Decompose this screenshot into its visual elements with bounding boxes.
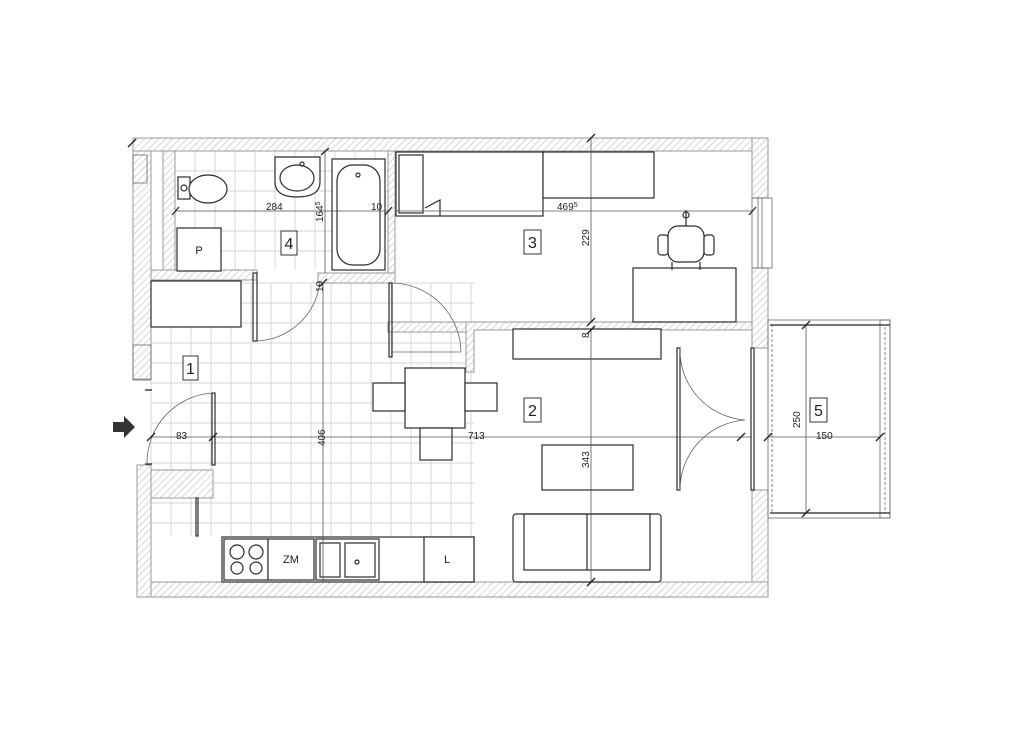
entrance-door — [145, 389, 216, 466]
outer-wall-left-lower — [136, 464, 152, 598]
sink — [315, 538, 380, 581]
stove — [223, 538, 269, 581]
outer-wall-bottom — [136, 581, 769, 598]
dim-8: 8 — [581, 332, 592, 338]
room-3-label: 3 — [523, 229, 542, 255]
wall-bath-left — [162, 150, 176, 272]
dim-10-door: 10 — [315, 280, 326, 292]
room3-furniture — [395, 151, 737, 323]
dim-10-bath: 10 — [371, 202, 383, 213]
bed — [395, 151, 544, 217]
boiler-p: P — [176, 227, 222, 272]
svg-text:5: 5 — [814, 403, 823, 420]
desk — [632, 267, 737, 323]
coffee-table — [541, 444, 634, 491]
svg-text:3: 3 — [528, 235, 537, 252]
washbasin — [274, 156, 321, 198]
desk-chair — [657, 210, 715, 270]
outer-wall-right-lower — [751, 489, 769, 598]
dim-343: 343 — [581, 451, 592, 468]
wardrobe-room3 — [542, 151, 655, 199]
dining-table — [372, 367, 498, 461]
walls — [132, 137, 769, 598]
bathroom-door — [252, 272, 321, 342]
svg-text:2: 2 — [528, 403, 537, 420]
dim-229: 229 — [581, 229, 592, 246]
wall-bath-bottom-right — [317, 272, 396, 284]
dim-713: 713 — [468, 431, 485, 442]
outer-wall-right-mid — [751, 267, 769, 349]
room-1-label: 1 — [182, 355, 199, 381]
wall-bath-right — [387, 150, 396, 284]
dimension-labels: 284 1645 10 4695 229 10 8 83 406 713 343… — [176, 201, 833, 468]
fridge-l: L — [423, 536, 475, 583]
dim-406: 406 — [317, 429, 328, 446]
outer-wall-left-upper — [132, 150, 152, 380]
room3-door — [388, 282, 462, 358]
entrance-arrow-icon — [113, 416, 135, 438]
dim-1645: 1645 — [315, 201, 326, 222]
kitchen: ZM L — [195, 497, 475, 583]
bathroom-fixtures: P — [176, 156, 386, 272]
svg-text:4: 4 — [285, 236, 294, 253]
balcony-double-door — [676, 347, 755, 491]
balcony — [767, 319, 891, 519]
outer-wall-top — [132, 137, 769, 152]
windows — [132, 154, 773, 381]
wall-room2-top — [465, 321, 753, 373]
zm-label: ZM — [283, 554, 299, 566]
dim-83: 83 — [176, 431, 188, 442]
dim-4695: 4695 — [557, 202, 578, 213]
room-2-label: 2 — [523, 397, 542, 423]
room-4-label: 4 — [280, 230, 298, 256]
hallway-wardrobe — [150, 280, 242, 328]
toilet — [177, 174, 228, 204]
svg-text:1: 1 — [186, 361, 195, 378]
dim-250: 250 — [792, 411, 803, 428]
boiler-label: P — [195, 245, 202, 257]
room-labels: 1 2 3 4 5 — [182, 229, 828, 423]
dim-150: 150 — [816, 431, 833, 442]
wall-kitchen-stub — [150, 469, 214, 499]
dimension-lines — [127, 133, 885, 587]
sofa — [512, 513, 662, 583]
dishwasher-zm: ZM — [267, 538, 315, 581]
dim-284: 284 — [266, 202, 283, 213]
bathtub — [331, 158, 386, 271]
outer-wall-right-upper — [751, 137, 769, 199]
l-label: L — [444, 554, 450, 566]
room-5-label: 5 — [809, 397, 828, 423]
doors — [145, 272, 755, 491]
